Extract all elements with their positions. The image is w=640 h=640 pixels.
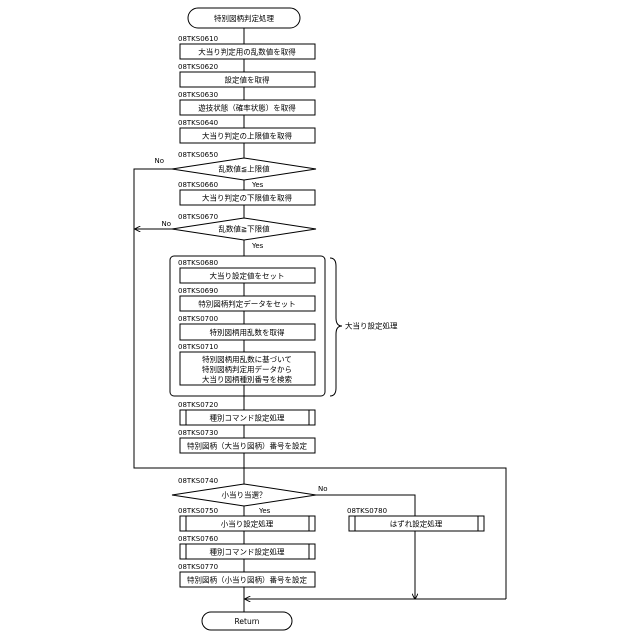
no-0740: No xyxy=(318,485,328,493)
no-0670: No xyxy=(161,220,171,228)
text-0730: 特別図柄（大当り図柄）番号を設定 xyxy=(187,441,307,451)
label-0750: 08TKS0750 xyxy=(178,507,218,515)
text-0710-line3: 大当り図柄種別番号を検索 xyxy=(202,374,292,384)
text-0770: 特別図柄（小当り図柄）番号を設定 xyxy=(187,575,307,585)
text-0720: 種別コマンド設定処理 xyxy=(210,413,285,423)
text-0710-line2: 特別図柄判定用データから xyxy=(202,364,292,374)
text-0750: 小当り設定処理 xyxy=(221,519,274,529)
label-0690: 08TKS0690 xyxy=(178,287,218,295)
text-0670: 乱数値≧下限値 xyxy=(218,224,270,234)
label-0610: 08TKS0610 xyxy=(178,35,218,43)
yes-0670: Yes xyxy=(251,242,264,250)
label-0730: 08TKS0730 xyxy=(178,429,218,437)
label-0780: 08TKS0780 xyxy=(347,507,387,515)
text-0660: 大当り判定の下限値を取得 xyxy=(202,193,292,203)
text-0680: 大当り設定値をセット xyxy=(210,271,285,281)
yes-0740: Yes xyxy=(258,507,271,515)
group-label: 大当り設定処理 xyxy=(345,321,398,331)
label-0710: 08TKS0710 xyxy=(178,343,218,351)
label-0760: 08TKS0760 xyxy=(178,535,218,543)
text-0760: 種別コマンド設定処理 xyxy=(210,547,285,557)
label-0640: 08TKS0640 xyxy=(178,119,218,127)
label-0720: 08TKS0720 xyxy=(178,401,218,409)
text-0690: 特別図柄判定データをセット xyxy=(198,299,296,309)
label-0770: 08TKS0770 xyxy=(178,563,218,571)
end-text: Return xyxy=(235,617,260,626)
group-brace xyxy=(330,258,342,396)
start-text: 特別図柄判定処理 xyxy=(214,13,274,23)
label-0670: 08TKS0670 xyxy=(178,213,218,221)
no-0650: No xyxy=(154,157,164,165)
text-0710-line1: 特別図柄用乱数に基づいて xyxy=(202,354,292,364)
text-0740: 小当り当選？ xyxy=(222,490,267,500)
text-0640: 大当り判定の上限値を取得 xyxy=(202,131,292,141)
text-0630: 遊技状態（確率状態）を取得 xyxy=(198,103,296,113)
label-0660: 08TKS0660 xyxy=(178,181,218,189)
label-0680: 08TKS0680 xyxy=(178,259,218,267)
yes-0650: Yes xyxy=(251,181,264,189)
text-0610: 大当り判定用の乱数値を取得 xyxy=(198,47,296,57)
text-0650: 乱数値≦上限値 xyxy=(218,164,270,174)
text-0780: はずれ設定処理 xyxy=(390,519,443,529)
text-0700: 特別図柄用乱数を取得 xyxy=(210,327,285,337)
label-0630: 08TKS0630 xyxy=(178,91,218,99)
label-0650: 08TKS0650 xyxy=(178,151,218,159)
text-0620: 設定値を取得 xyxy=(225,75,270,85)
label-0700: 08TKS0700 xyxy=(178,315,218,323)
label-0620: 08TKS0620 xyxy=(178,63,218,71)
label-0740: 08TKS0740 xyxy=(178,477,218,485)
